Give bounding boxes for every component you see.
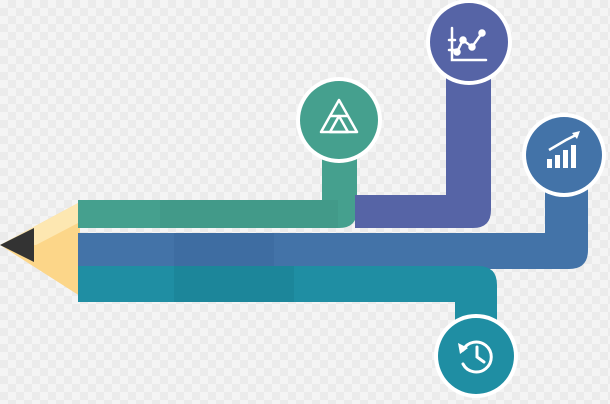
purple-band: [355, 60, 491, 228]
history-node: [434, 314, 518, 398]
bar-growth-icon: [547, 131, 580, 168]
growth-node: [522, 113, 606, 197]
blue-band-shadow: [174, 233, 274, 269]
pencil-tip: [0, 202, 80, 296]
pencil-lead: [0, 228, 34, 262]
chart-node: [426, 0, 512, 85]
history-clock-icon: [458, 340, 493, 374]
teal-band-shadow: [174, 266, 294, 302]
line-chart-icon: [447, 26, 488, 62]
triforce-icon: [319, 98, 359, 134]
triangle-node: [296, 77, 382, 163]
green-band-shadow: [160, 200, 338, 228]
pencil-wood-highlight: [0, 202, 80, 245]
green-band: [78, 152, 357, 228]
